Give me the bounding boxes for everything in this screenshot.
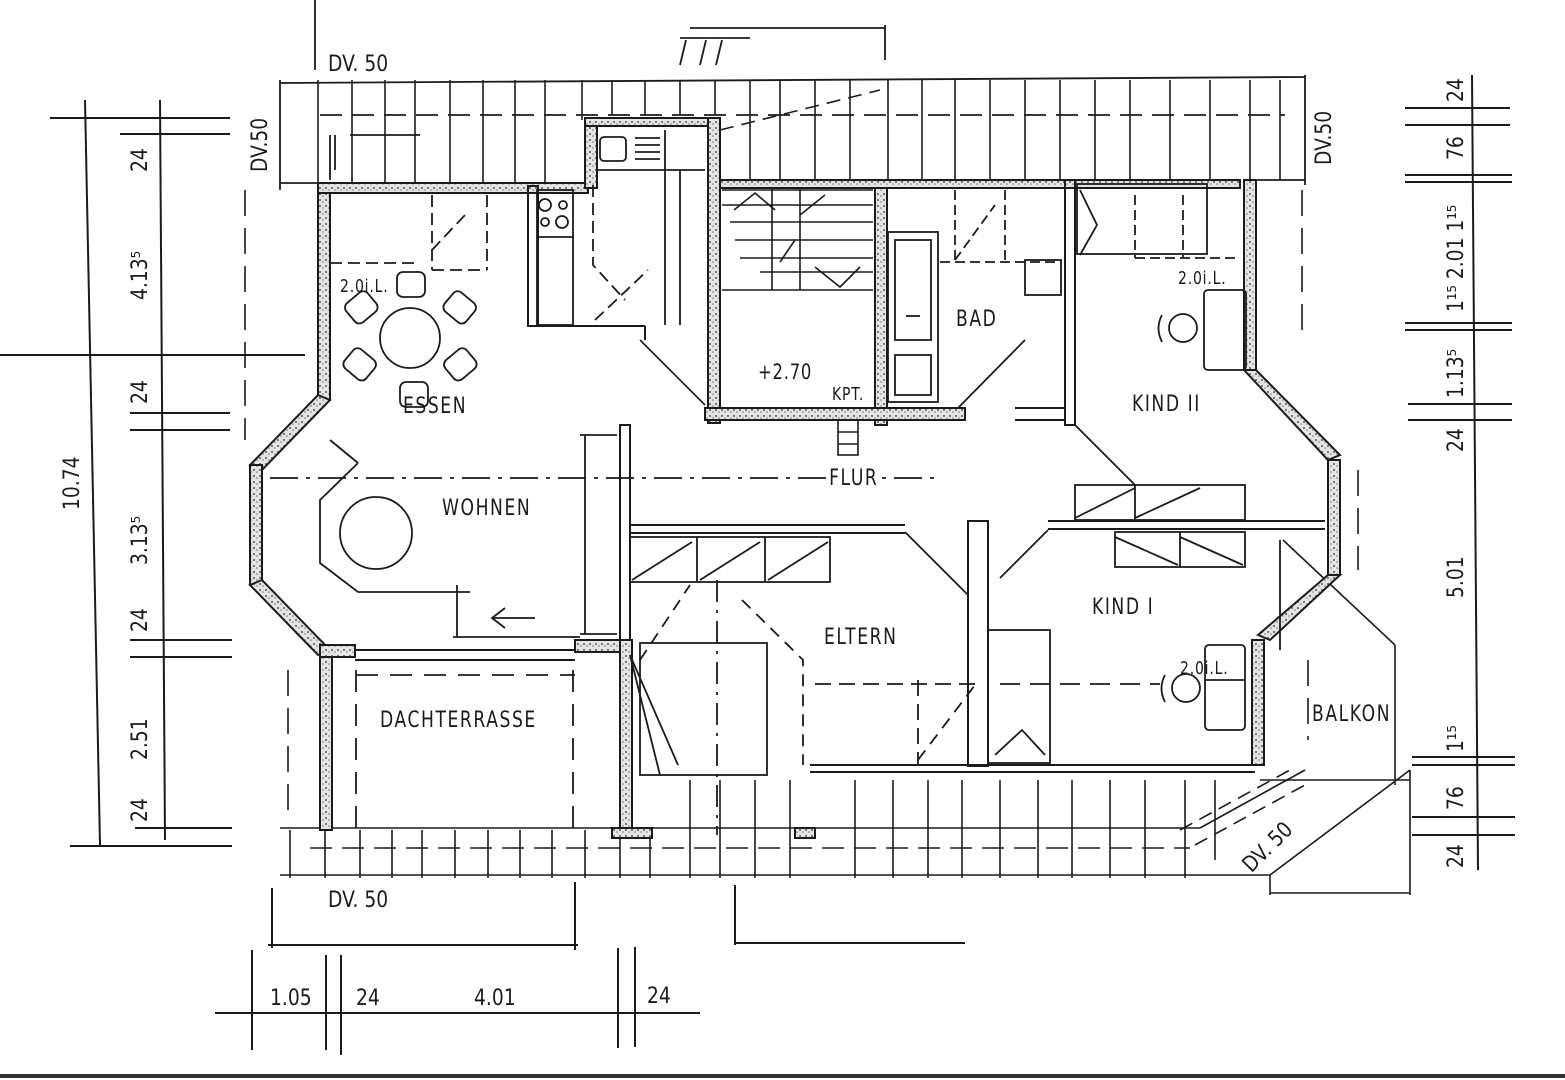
dimension-right-6: 1¹⁵: [1444, 725, 1469, 752]
dimension-left-1: 4.13⁵: [128, 250, 153, 300]
kpt-annotation: KPT.: [832, 384, 865, 405]
dimension-right-4: 24: [1444, 428, 1469, 452]
room-label-eltern: ELTERN: [824, 625, 898, 650]
window-annotation-kind2: 2.0i.L.: [1178, 268, 1227, 289]
room-label-wohnen: WOHNEN: [442, 496, 532, 521]
eltern-furniture: [629, 531, 976, 835]
room-label-bad: BAD: [956, 307, 998, 332]
room-label-kind1: KIND I: [1092, 595, 1155, 620]
dimension-left-5: 2.51: [128, 718, 153, 760]
page-edge-rule: [0, 1074, 1565, 1078]
room-label-balkon: BALKON: [1312, 702, 1392, 727]
room-label-flur: FLUR: [826, 466, 882, 491]
roof-overhang-left-label: DV.50: [248, 117, 273, 172]
dimension-right-5: 5.01: [1444, 556, 1469, 598]
dachterrasse-outline: [355, 670, 575, 830]
bathroom-fixtures: [887, 190, 1062, 409]
roof-rafters-top: [317, 80, 1281, 182]
left-dimension-chain: [0, 99, 305, 847]
exterior-walls: [248, 117, 1343, 839]
dimension-bottom-0: 1.05: [270, 986, 312, 1011]
dining-table: [330, 195, 488, 408]
roof-rafters-bottom: [289, 780, 1216, 878]
room-label-dachterrasse: DACHTERRASSE: [380, 708, 537, 733]
roof-overhang-bottom: [280, 769, 1411, 895]
dimension-left-total: 10.74: [60, 456, 85, 510]
roof-overhang-top-label: DV. 50: [328, 52, 389, 77]
dimension-left-3: 3.13⁵: [128, 515, 153, 565]
dimension-left-0: 24: [128, 148, 153, 172]
dimension-right-7: 76: [1444, 786, 1469, 810]
kind1-furniture: [987, 529, 1281, 764]
dimension-bottom-3: 24: [647, 984, 671, 1009]
dimension-left-6: 24: [128, 798, 153, 822]
right-dimension-chain: [1405, 74, 1515, 871]
dimension-right-8: 24: [1444, 844, 1469, 868]
dimension-right-2: 1¹⁵ 2.01 1¹⁵: [1444, 204, 1469, 312]
window-annotation-kind1: 2.0i.L.: [1180, 658, 1229, 679]
kitchen-fixtures: [536, 130, 705, 326]
window-annotation-essen: 2.0i.L.: [340, 276, 389, 297]
dimension-bottom-2: 4.01: [474, 986, 516, 1011]
dimension-right-0: 24: [1444, 78, 1469, 102]
living-furniture: [270, 434, 940, 638]
room-label-kind2: KIND II: [1132, 392, 1201, 417]
stairs: [639, 188, 873, 456]
roof-dashed-outline: [244, 190, 1359, 820]
level-annotation: +2.70: [758, 360, 813, 384]
dimension-left-2: 24: [128, 380, 153, 404]
kind2-furniture: [1074, 183, 1247, 521]
bottom-dimension-chain: [215, 882, 965, 1055]
dimension-right-3: 1.13⁵: [1444, 348, 1469, 398]
dimension-left-4: 24: [128, 608, 153, 632]
room-label-essen: ESSEN: [403, 394, 468, 419]
roof-overhang-bottom-label: DV. 50: [328, 888, 389, 913]
roof-overhang-right-label: DV.50: [1312, 110, 1337, 165]
dimension-right-1: 76: [1444, 136, 1469, 160]
dimension-bottom-1: 24: [356, 986, 380, 1011]
roof-overhang-top: [279, 0, 1306, 190]
